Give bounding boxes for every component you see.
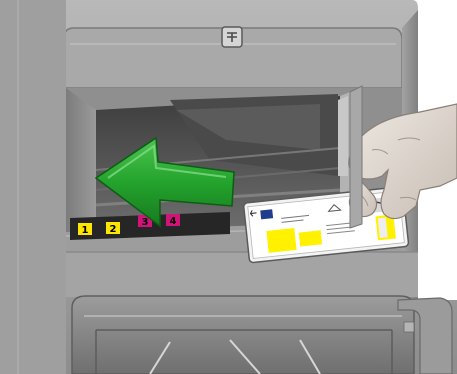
slot-4-number: 4: [170, 216, 177, 227]
slot-label-2: 2: [106, 222, 120, 235]
cartridge-blue-mark: [260, 209, 273, 219]
slot-label-4: 4: [166, 214, 180, 227]
slot-2-number: 2: [110, 224, 117, 235]
slot-3-number: 3: [142, 217, 149, 228]
open-door-tray: [72, 296, 414, 374]
slot-label-1: 1: [78, 223, 92, 236]
slot-1-number: 1: [82, 225, 89, 236]
cartridge-yellow-label: [266, 228, 296, 253]
printer-logo-icon: [222, 27, 242, 47]
